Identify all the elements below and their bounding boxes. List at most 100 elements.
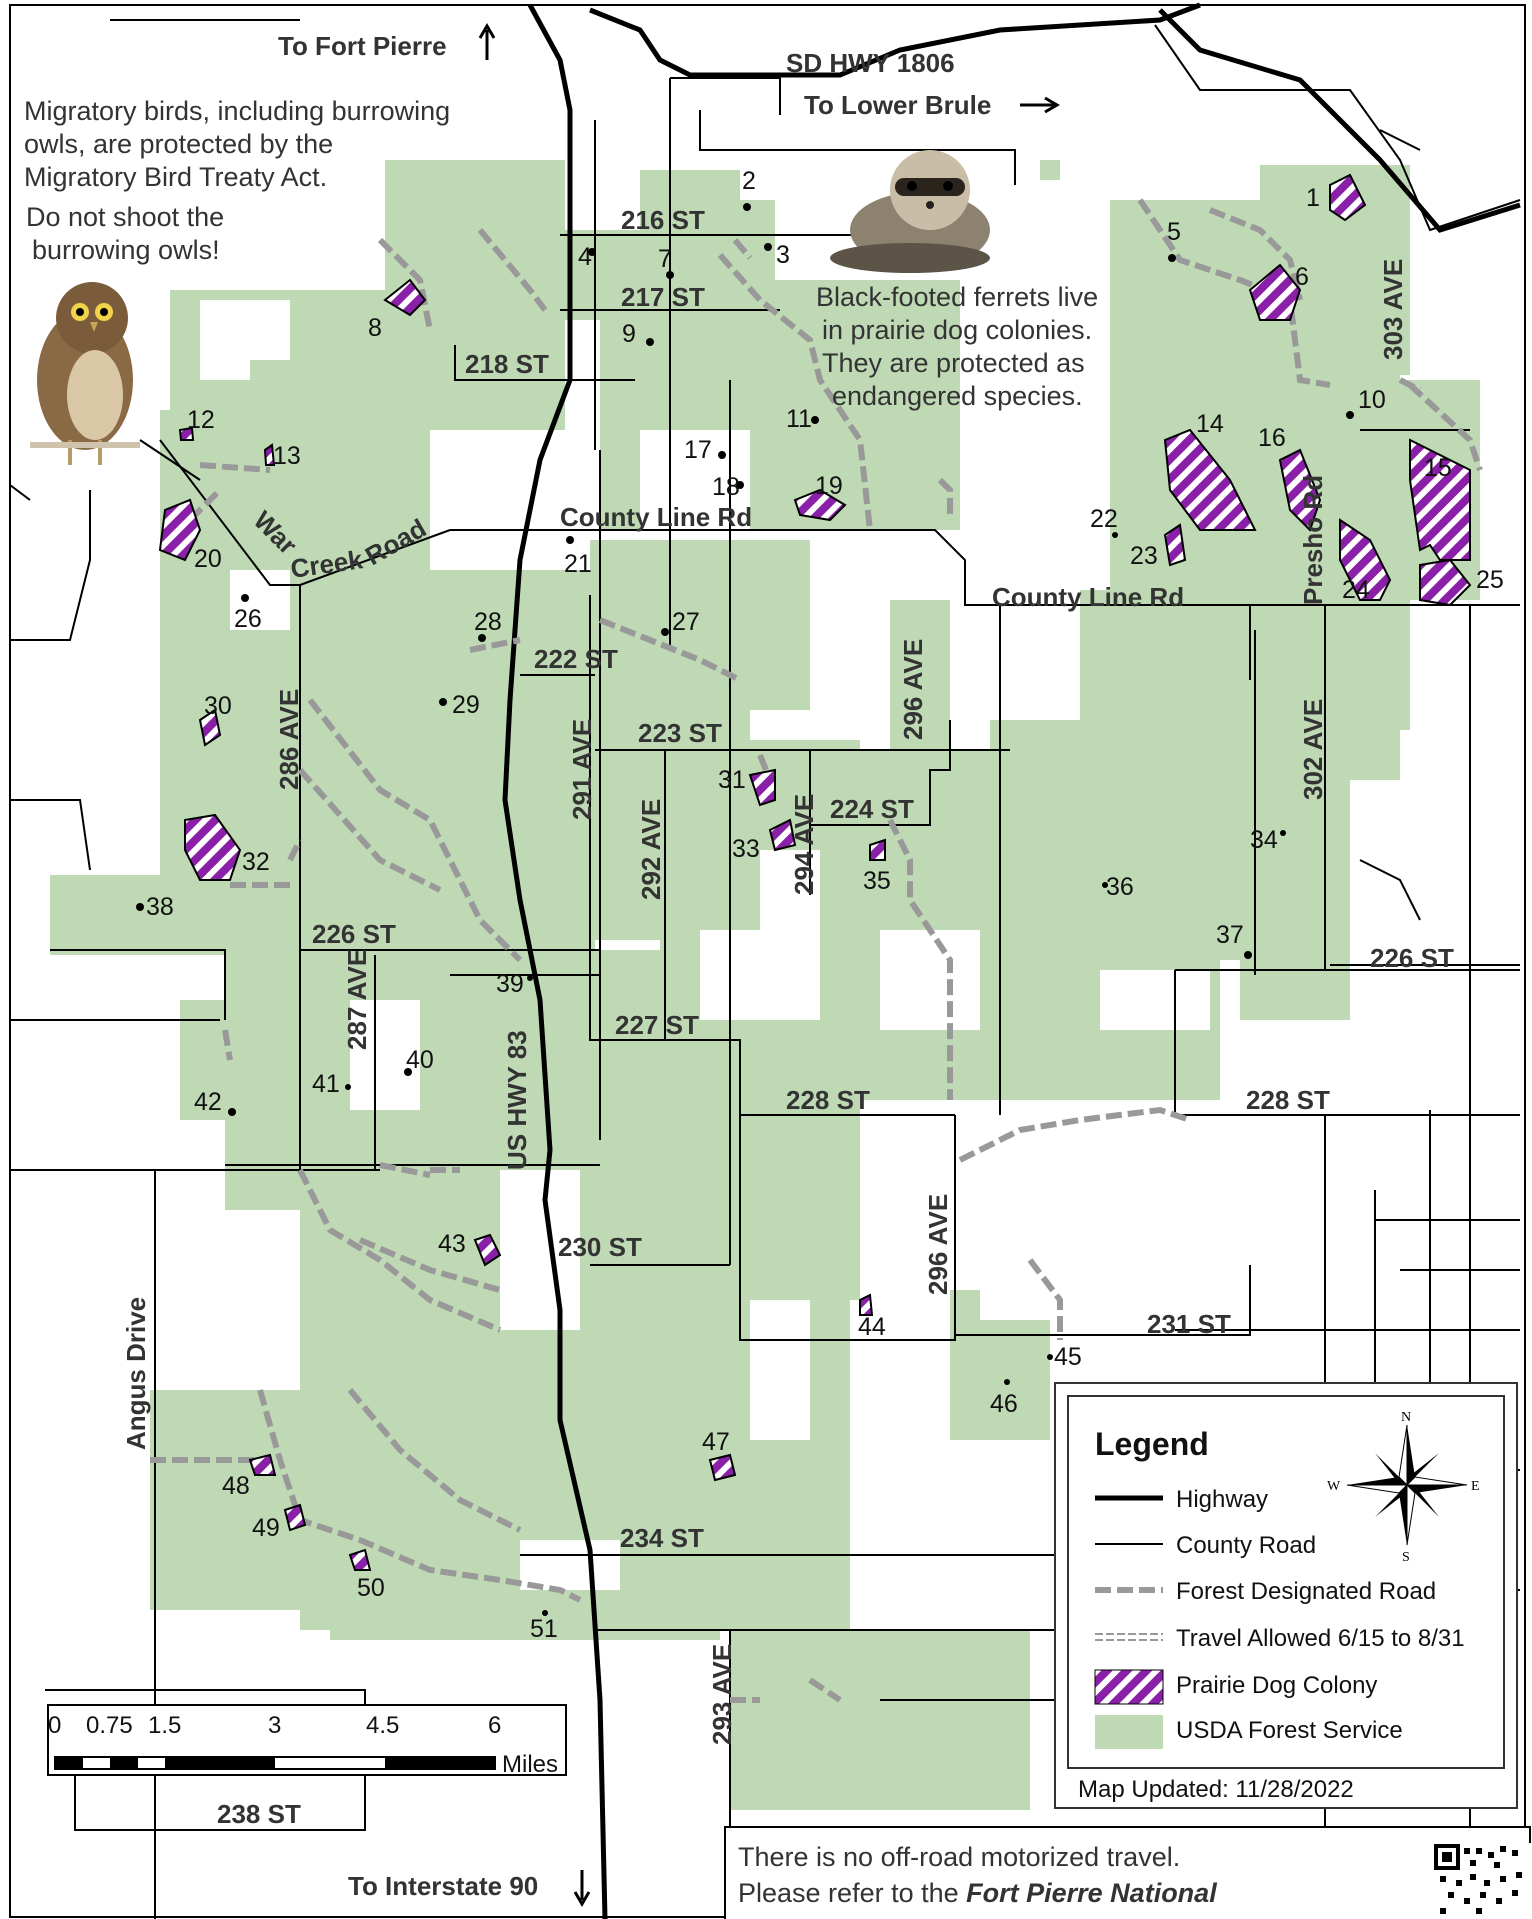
- legend-colony-swatch: [1094, 1669, 1164, 1705]
- colony-23: [1163, 523, 1187, 567]
- colony-label: 11: [786, 405, 812, 433]
- legend-prairie-dog: Prairie Dog Colony: [1176, 1672, 1377, 1699]
- colony-6: [1248, 263, 1302, 321]
- road-296-ave-s: 296 AVE: [923, 1194, 953, 1295]
- colony-label: 42: [194, 1088, 222, 1116]
- forest-roads: [150, 198, 1483, 1703]
- colony-label: 13: [273, 442, 301, 470]
- colony-48: [248, 1453, 277, 1476]
- colony-label: 12: [187, 406, 215, 434]
- colony-14: [1163, 428, 1257, 531]
- road-231-st: 231 ST: [1147, 1309, 1231, 1339]
- colony-label: 23: [1130, 542, 1158, 570]
- road-291-ave: 291 AVE: [567, 719, 597, 820]
- legend-usda: USDA Forest Service: [1176, 1717, 1403, 1744]
- colony-label: 17: [684, 436, 712, 464]
- colony-label: 40: [406, 1046, 434, 1074]
- bottom-note-2: Please refer to the Fort Pierre National: [738, 1878, 1217, 1908]
- colony-label: 19: [815, 472, 843, 500]
- arrow-up-icon: [478, 23, 496, 60]
- highways: [502, 2, 1521, 1919]
- bottom-note: There is no off-road motorized travel. P…: [724, 1826, 1532, 1919]
- colony-label: 39: [496, 970, 524, 998]
- road-293-ave: 293 AVE: [707, 1644, 737, 1745]
- road-218-st: 218 ST: [465, 349, 549, 379]
- ferret-note-4: endangered species.: [832, 381, 1083, 411]
- birds-note-1: Migratory birds, including burrowing: [24, 96, 450, 126]
- colony-label: 47: [702, 1428, 730, 1456]
- colony-label: 32: [242, 848, 270, 876]
- scale-tick: 1.5: [148, 1712, 181, 1739]
- colony-label: 25: [1476, 566, 1504, 594]
- road-230-st: 230 ST: [558, 1232, 642, 1262]
- colony-43: [473, 1233, 502, 1267]
- svg-text:W: W: [1327, 1479, 1341, 1494]
- colony-label: 22: [1090, 505, 1118, 533]
- road-296-ave-n: 296 AVE: [898, 639, 928, 740]
- colony-32: [184, 813, 242, 881]
- colony-label: 51: [530, 1615, 558, 1643]
- arrow-down-icon: [573, 1870, 591, 1907]
- colony-label: 21: [564, 550, 592, 578]
- small-colonies: [136, 203, 1354, 1616]
- road-222-st: 222 ST: [534, 644, 618, 674]
- road-234-st: 234 ST: [620, 1523, 704, 1553]
- direction-fort-pierre: To Fort Pierre: [278, 31, 447, 61]
- colony-label: 1: [1306, 184, 1320, 212]
- road-presho-rd: Presho Rd: [1298, 475, 1328, 605]
- road-226-st-w: 226 ST: [312, 919, 396, 949]
- legend-highway: Highway: [1176, 1486, 1268, 1513]
- legend: Legend Highway County Road Forest Design…: [1054, 1382, 1518, 1809]
- colony-label: 14: [1196, 410, 1224, 438]
- road-287-ave: 287 AVE: [342, 949, 372, 1050]
- road-sd-hwy-1806: SD HWY 1806: [786, 48, 955, 78]
- road-216-st: 216 ST: [621, 205, 705, 235]
- svg-text:E: E: [1471, 1479, 1480, 1494]
- colony-35: [869, 838, 886, 861]
- colony-16: [1278, 448, 1322, 532]
- colony-label: 24: [1342, 576, 1370, 604]
- arrow-right-icon: [1020, 96, 1060, 114]
- colony-label: 29: [452, 691, 480, 719]
- colony-label: 46: [990, 1390, 1018, 1418]
- legend-travel-allowed: Travel Allowed 6/15 to 8/31: [1176, 1625, 1465, 1652]
- colony-label: 28: [474, 608, 502, 636]
- colony-label: 30: [204, 692, 232, 720]
- road-county-line-w: County Line Rd: [560, 502, 752, 532]
- road-224-st: 224 ST: [830, 794, 914, 824]
- colony-label: 15: [1424, 454, 1452, 482]
- road-228-st-w: 228 ST: [786, 1085, 870, 1115]
- road-us-hwy-83: US HWY 83: [502, 1030, 532, 1170]
- qr-code-icon: [1432, 1843, 1532, 1919]
- colony-label: 35: [863, 867, 891, 895]
- colony-label: 34: [1250, 826, 1278, 854]
- colony-label: 37: [1216, 921, 1244, 949]
- colony-49: [283, 1503, 307, 1532]
- colony-label: 36: [1106, 873, 1134, 901]
- black-footed-ferret-icon: [830, 150, 990, 273]
- colony-label: 45: [1054, 1343, 1082, 1371]
- road-294-ave: 294 AVE: [789, 794, 819, 895]
- birds-note-2: owls, are protected by the: [24, 129, 333, 159]
- road-angus-drive: Angus Drive: [121, 1297, 151, 1450]
- scale-bar: 0 0.75 1.5 3 4.5 6 Miles: [47, 1704, 567, 1778]
- colony-33: [768, 818, 797, 852]
- ferret-note-2: in prairie dog colonies.: [822, 315, 1092, 345]
- colony-label: 31: [718, 766, 746, 794]
- ferret-note-1: Black-footed ferrets live: [816, 282, 1098, 312]
- road-227-st: 227 ST: [615, 1010, 699, 1040]
- scale-tick: 6: [488, 1712, 501, 1739]
- road-226-st-e: 226 ST: [1370, 943, 1454, 973]
- scale-tick: 0.75: [86, 1712, 133, 1739]
- colony-24: [1339, 518, 1392, 601]
- colony-label: 3: [776, 241, 790, 269]
- bottom-note-1: There is no off-road motorized travel.: [738, 1842, 1180, 1872]
- colony-15: [1409, 438, 1471, 561]
- colony-31: [748, 768, 776, 807]
- colony-label: 2: [742, 167, 756, 195]
- colony-1: [1329, 173, 1367, 222]
- colony-label: 18: [712, 473, 740, 501]
- colony-47: [708, 1453, 737, 1482]
- colony-label: 9: [622, 320, 636, 348]
